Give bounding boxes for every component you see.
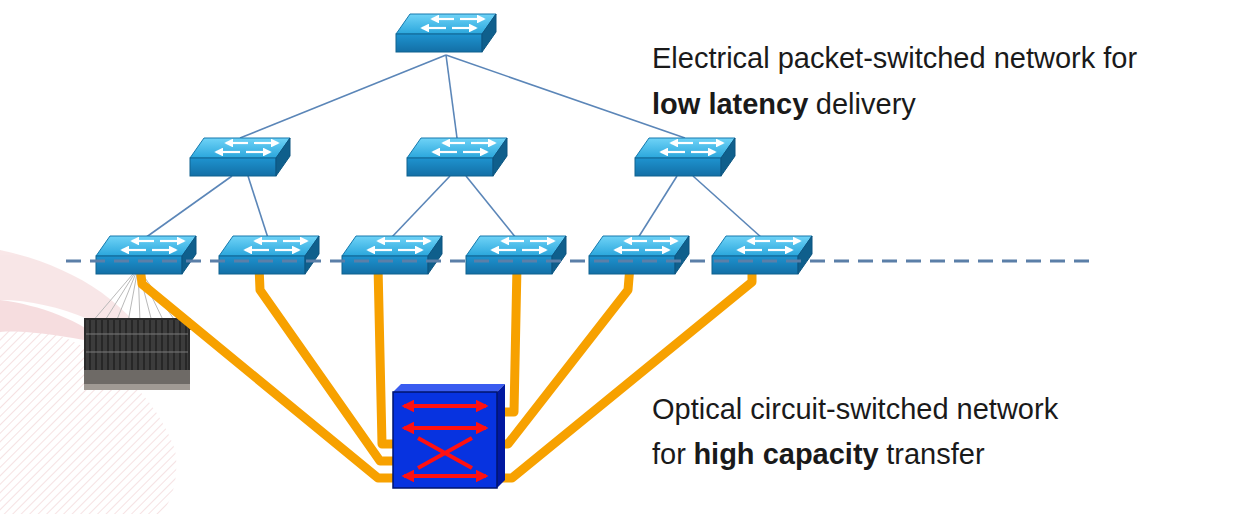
- label-text: Optical circuit-switched network: [652, 391, 1058, 427]
- emphasis-text: high capacity: [693, 436, 878, 472]
- aggregation-switch: [635, 138, 735, 176]
- optical-circuit-switch: [393, 384, 505, 488]
- aggregation-switch: [407, 138, 507, 176]
- tor-switch: [712, 236, 812, 274]
- dashed-separator: [66, 260, 1090, 263]
- tor-switch: [466, 236, 566, 274]
- server-wire: [92, 268, 176, 322]
- text-line: forhigh capacitytransfer: [652, 436, 985, 472]
- label-text: Electrical packet-switched network for: [652, 40, 1137, 76]
- tor-switch: [342, 236, 442, 274]
- tor-switch: [96, 236, 196, 274]
- tor-switch: [589, 236, 689, 274]
- label-text: transfer: [886, 436, 984, 472]
- text-line: Electrical packet-switched network for: [652, 40, 1137, 76]
- text-line: low latencydelivery: [652, 86, 916, 122]
- core-switch: [396, 14, 496, 52]
- label-text: delivery: [816, 86, 916, 122]
- tor-switch: [219, 236, 319, 274]
- server-rack: [84, 318, 200, 390]
- text-line: Optical circuit-switched network: [652, 391, 1058, 427]
- tree-link: [145, 55, 762, 238]
- label-text: for: [652, 436, 686, 472]
- aggregation-switch: [190, 138, 290, 176]
- emphasis-text: low latency: [652, 86, 808, 122]
